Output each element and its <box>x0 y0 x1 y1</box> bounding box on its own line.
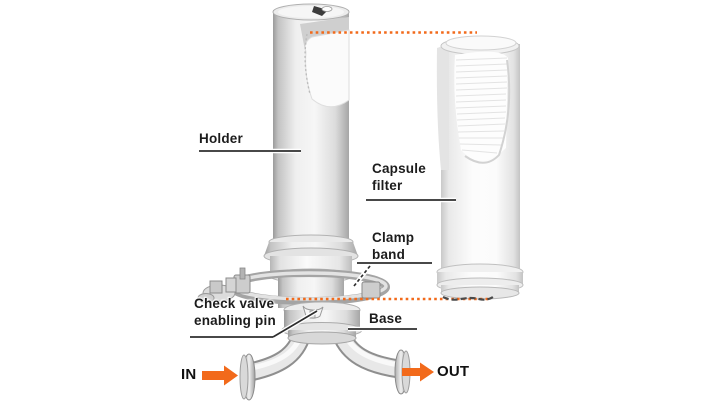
in-flow-arrow-icon <box>202 365 238 386</box>
outlet-label: OUT <box>437 363 470 380</box>
capsule-filter-illustration <box>436 35 524 300</box>
leader-lines <box>190 148 456 340</box>
capsule-bottom-fitting-edge <box>442 296 494 301</box>
clamp-band-illustration <box>197 267 390 305</box>
clamp-band-leader-line <box>353 265 371 287</box>
clamp-band-label: Clamp band <box>372 230 415 262</box>
base-label: Base <box>369 311 403 326</box>
holder-cutaway-capsule <box>304 29 350 108</box>
inlet-label: IN <box>181 366 197 383</box>
holder-illustration <box>263 3 359 308</box>
base-illustration <box>281 301 363 345</box>
capsule-filter-label: Capsule filter <box>372 161 426 193</box>
out-flow-arrow-icon <box>402 362 434 382</box>
check-valve-pin-label: Check valve enabling pin <box>194 296 276 328</box>
holder-label: Holder <box>199 131 243 146</box>
holder-vent-notch <box>312 6 328 16</box>
check-valve-leader-line <box>272 310 318 338</box>
